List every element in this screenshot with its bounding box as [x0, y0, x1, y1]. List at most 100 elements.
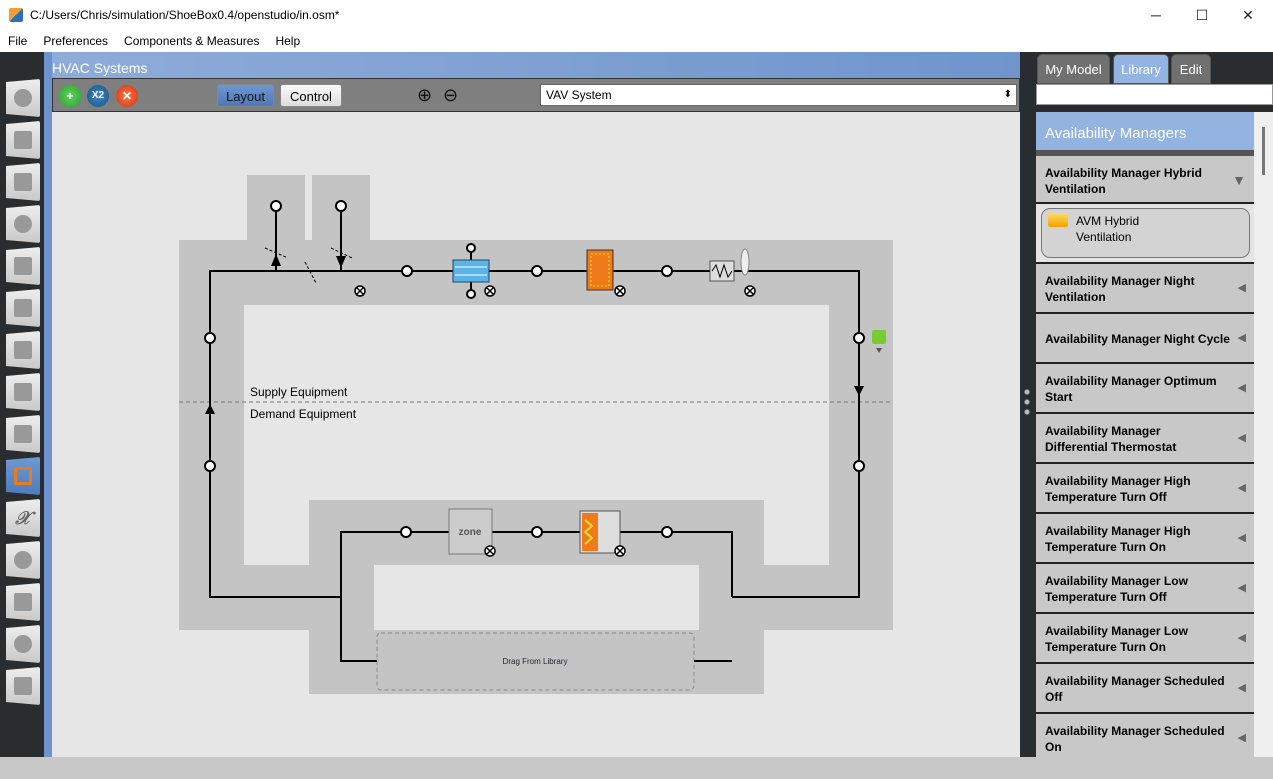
control-button[interactable]: Control	[280, 84, 342, 107]
collapsed-triangle-icon: ◀	[1237, 582, 1246, 594]
collapsed-triangle-icon: ◀	[1237, 382, 1246, 394]
library-group-children: AVM Hybrid Ventilation	[1036, 202, 1254, 262]
library-group[interactable]: Availability Manager Differential Thermo…	[1036, 412, 1254, 462]
zone-label: zone	[459, 527, 482, 538]
collapsed-triangle-icon: ◀	[1237, 632, 1246, 644]
nav-measures[interactable]	[6, 583, 40, 621]
flow-arrow-icon	[854, 386, 864, 396]
expanded-triangle-icon: ▼	[1232, 172, 1246, 188]
library-group-label: Availability Manager Scheduled On	[1045, 724, 1225, 754]
scrollbar[interactable]	[1262, 127, 1265, 175]
library-search-input[interactable]	[1036, 84, 1273, 105]
minimize-button[interactable]: ─	[1151, 7, 1161, 23]
library-group[interactable]: Availability Manager High Temperature Tu…	[1036, 512, 1254, 562]
library-group-label: Availability Manager Low Temperature Tur…	[1045, 574, 1188, 604]
hvac-panel: HVAC Systems + X2 ✕ Layout Control ⊕ ⊖ V…	[52, 52, 1020, 757]
nav-results[interactable]	[6, 667, 40, 705]
nav-constructions[interactable]	[6, 163, 40, 201]
collapsed-triangle-icon: ◀	[1237, 432, 1246, 444]
box-icon	[14, 383, 32, 401]
nav-hvac-systems[interactable]	[6, 457, 40, 495]
flow-arrow-icon	[336, 256, 346, 268]
library-item-label: AVM Hybrid Ventilation	[1076, 214, 1140, 244]
damper-icon	[330, 247, 353, 259]
nav-run[interactable]	[6, 625, 40, 663]
library-group[interactable]: Availability Manager Night Ventilation◀	[1036, 262, 1254, 312]
thermal-zone-icon[interactable]: zone	[448, 508, 493, 555]
reheat-terminal-icon[interactable]	[579, 510, 621, 554]
drop-zone-label: Drag From Library	[503, 657, 568, 666]
library-category-header: Availability Managers	[1036, 112, 1254, 150]
library-group[interactable]: Availability Manager Low Temperature Tur…	[1036, 612, 1254, 662]
left-nav: 𝒳	[0, 52, 44, 757]
nav-variables[interactable]: 𝒳	[6, 499, 40, 537]
library-group-label: Availability Manager Night Cycle	[1045, 332, 1230, 346]
library-group[interactable]: Availability Manager Low Temperature Tur…	[1036, 562, 1254, 612]
toolbar: + X2 ✕ Layout Control ⊕ ⊖ VAV System⬍	[52, 78, 1020, 112]
bricks-icon	[14, 173, 32, 191]
zoom-in-icon[interactable]: ⊕	[417, 85, 433, 105]
menu-help[interactable]: Help	[275, 34, 301, 48]
delete-system-button[interactable]: ✕	[116, 85, 138, 107]
window-title: C:/Users/Chris/simulation/ShoeBox0.4/ope…	[30, 8, 340, 22]
x-variable-icon: 𝒳	[15, 508, 31, 528]
menu-components-measures[interactable]: Components & Measures	[124, 34, 260, 48]
setpoint-manager-icon[interactable]	[872, 330, 886, 353]
tab-my-model[interactable]: My Model	[1037, 54, 1110, 84]
plug-icon	[14, 215, 32, 233]
library-group[interactable]: Availability Manager Scheduled On◀	[1036, 712, 1254, 757]
tab-edit[interactable]: Edit	[1171, 54, 1211, 84]
nav-space-types[interactable]	[6, 247, 40, 285]
library-group-label: Availability Manager High Temperature Tu…	[1045, 524, 1191, 554]
library-item-avm-hybrid[interactable]: AVM Hybrid Ventilation	[1041, 208, 1250, 258]
close-button[interactable]: ✕	[1242, 7, 1254, 23]
collapsed-triangle-icon: ◀	[1237, 482, 1246, 494]
availability-manager-icon	[1048, 213, 1068, 227]
flow-arrow-icon	[205, 404, 215, 414]
library-group-label: Availability Manager Hybrid Ventilation	[1045, 166, 1202, 196]
right-panel: My Model Library Edit Availability Manag…	[1020, 52, 1273, 757]
tab-library[interactable]: Library	[1113, 54, 1169, 84]
library-group-label: Availability Manager High Temperature Tu…	[1045, 474, 1191, 504]
add-system-button[interactable]: +	[59, 85, 81, 107]
nav-thermal-zones[interactable]	[6, 415, 40, 453]
library-group-label: Availability Manager Scheduled Off	[1045, 674, 1225, 704]
nav-site[interactable]	[6, 79, 40, 117]
globe-icon	[14, 89, 32, 107]
library-group[interactable]: Availability Manager High Temperature Tu…	[1036, 462, 1254, 512]
nav-loads[interactable]	[6, 205, 40, 243]
zones-icon	[14, 425, 32, 443]
layout-button[interactable]: Layout	[217, 84, 274, 107]
heating-coil-icon[interactable]	[586, 249, 614, 291]
menu-file[interactable]: File	[8, 34, 28, 48]
nav-schedules[interactable]	[6, 121, 40, 159]
system-select-value: VAV System	[546, 88, 612, 102]
splitter-handle[interactable]	[1024, 387, 1030, 417]
nav-geometry[interactable]	[6, 289, 40, 327]
gear-icon	[14, 551, 32, 569]
nodes	[204, 200, 865, 538]
library-group-label: Availability Manager Optimum Start	[1045, 374, 1217, 404]
cube-icon	[14, 257, 32, 275]
library-group[interactable]: Availability Manager Scheduled Off ◀	[1036, 662, 1254, 712]
nav-facility[interactable]	[6, 331, 40, 369]
collapsed-triangle-icon: ◀	[1237, 682, 1246, 694]
title-bar: C:/Users/Chris/simulation/ShoeBox0.4/ope…	[0, 0, 1273, 30]
library-group[interactable]: Availability Manager Optimum Start ◀	[1036, 362, 1254, 412]
library-group[interactable]: Availability Manager Night Cycle◀	[1036, 312, 1254, 362]
library-group-expanded[interactable]: Availability Manager Hybrid Ventilation ▼	[1036, 150, 1254, 202]
nav-simulation-settings[interactable]	[6, 541, 40, 579]
heat-exchanger-icon[interactable]	[452, 259, 490, 283]
nav-spaces[interactable]	[6, 373, 40, 411]
duplicate-system-button[interactable]: X2	[87, 85, 109, 107]
loop-canvas[interactable]: Drag From Library Supply Equipment Deman…	[52, 112, 1020, 757]
system-select[interactable]: VAV System⬍	[540, 84, 1017, 106]
maximize-button[interactable]: ☐	[1195, 7, 1209, 23]
menu-preferences[interactable]: Preferences	[43, 34, 109, 48]
hvac-loop-icon	[14, 467, 32, 485]
zoom-out-icon[interactable]: ⊖	[443, 85, 459, 105]
app-icon	[9, 8, 23, 22]
nav-divider	[44, 52, 52, 757]
damper-icon	[264, 247, 289, 259]
supply-fan-icon[interactable]	[709, 248, 750, 282]
